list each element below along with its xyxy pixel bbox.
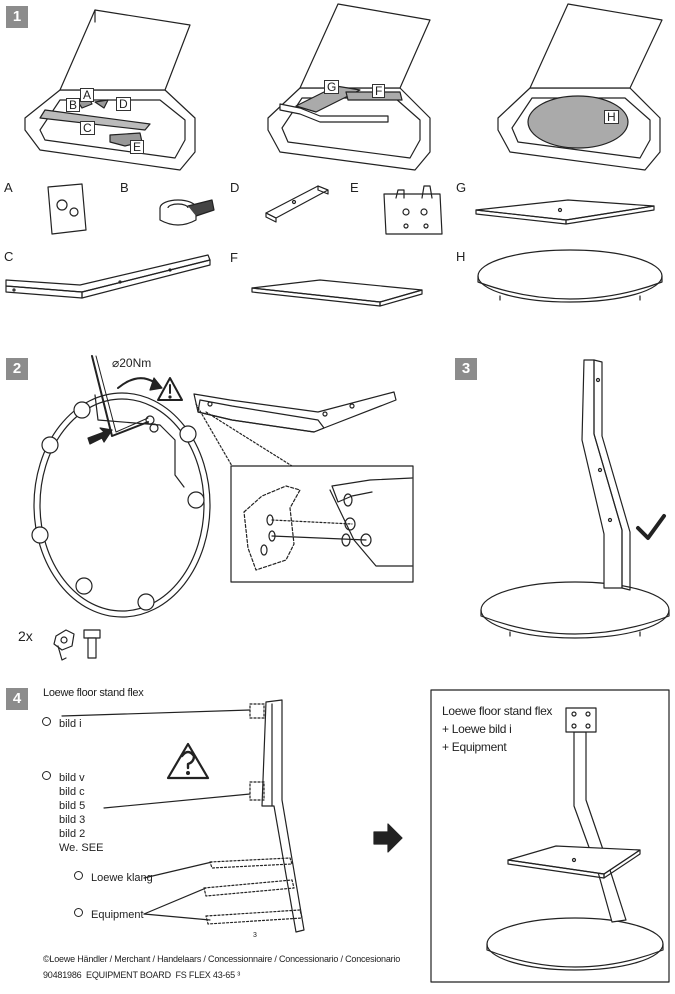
- radio-circle-icon: [74, 908, 83, 917]
- part-label-h: H: [456, 249, 466, 264]
- screw-icon: [53, 629, 75, 661]
- box-2-drawing: [267, 3, 431, 171]
- torque-symbol: ⌀: [112, 356, 120, 370]
- part-label-g: G: [456, 180, 467, 195]
- part-c-column: [5, 254, 211, 299]
- option-we-see: We. SEE: [59, 842, 104, 854]
- step3-stand: [480, 359, 670, 639]
- option-bild-3: bild 3: [59, 814, 86, 826]
- option-bild-5: bild 5: [59, 800, 86, 812]
- step-badge-1: 1: [6, 6, 28, 28]
- box-label-b: B: [66, 98, 81, 112]
- radio-circle-icon: [42, 771, 51, 780]
- part-label-a: A: [4, 180, 13, 195]
- option-bild-2: bild 2: [59, 828, 86, 840]
- step-badge-2: 2: [6, 358, 28, 380]
- step-badge-4: 4: [6, 688, 28, 710]
- result-text: Loewe floor stand flex + Loewe bild i + …: [442, 702, 552, 756]
- step4-result-stand: [486, 707, 664, 971]
- footer-product: 90481986 EQUIPMENT BOARD FS FLEX 43-65 ³: [43, 970, 241, 980]
- step-badge-3: 3: [455, 358, 477, 380]
- box-label-f: F: [372, 84, 386, 98]
- part-a-bag: [47, 183, 87, 235]
- option-group-bild: bild v bild c bild 5 bild 3 bild 2 We. S…: [42, 771, 103, 855]
- box-1-drawing: [24, 9, 196, 171]
- torque-label: ⌀20Nm: [112, 356, 151, 370]
- checkmark-icon: [636, 514, 666, 540]
- detail-inset: [230, 465, 414, 583]
- option-loewe-klang: Loewe klang: [74, 871, 153, 884]
- arrow-in-icon: [87, 427, 113, 445]
- scale-tick: 3: [253, 932, 257, 939]
- part-f-board: [251, 279, 423, 307]
- step2-column: [193, 391, 397, 433]
- part-label-c: C: [4, 249, 14, 264]
- radio-circle-icon: [42, 717, 51, 726]
- result-line-2: + Loewe bild i: [442, 722, 512, 736]
- box-label-d: D: [116, 97, 131, 111]
- step2-base-disc: [31, 392, 211, 618]
- result-line-3: + Equipment: [442, 740, 507, 754]
- part-label-d: D: [230, 180, 240, 195]
- part-label-b: B: [120, 180, 129, 195]
- box-3-drawing: [497, 3, 663, 171]
- part-g-board: [475, 199, 655, 225]
- part-label-e: E: [350, 180, 359, 195]
- arrow-right-icon: [373, 823, 403, 853]
- result-line-1: Loewe floor stand flex: [442, 704, 553, 718]
- part-label-f: F: [230, 250, 238, 265]
- radio-circle-icon: [74, 871, 83, 880]
- part-h-base: [477, 249, 663, 303]
- step4-title: Loewe floor stand flex: [43, 687, 144, 699]
- torque-value: 20Nm: [119, 356, 152, 370]
- option-bild-i: bild i: [42, 716, 82, 730]
- part-e-plate: [383, 185, 443, 235]
- step4-stand-side: [203, 699, 305, 933]
- box-label-c: C: [80, 121, 95, 135]
- box-label-g: G: [324, 80, 340, 94]
- box-label-h: H: [604, 110, 619, 124]
- detail-inset-drawing: [243, 477, 413, 571]
- footer-merchant: ©Loewe Händler / Merchant / Handelaars /…: [43, 954, 401, 964]
- quantity-label: 2x: [18, 628, 33, 644]
- part-b-tape: [159, 199, 215, 226]
- bolt-icon: [83, 629, 101, 659]
- box-label-a: A: [80, 88, 95, 102]
- option-equipment: Equipment: [74, 908, 144, 921]
- allen-key-icon: [91, 355, 149, 437]
- option-bild-c: bild c: [59, 786, 85, 798]
- box-label-e: E: [130, 140, 145, 154]
- question-icon: [166, 742, 210, 780]
- part-d-bracket: [265, 185, 329, 223]
